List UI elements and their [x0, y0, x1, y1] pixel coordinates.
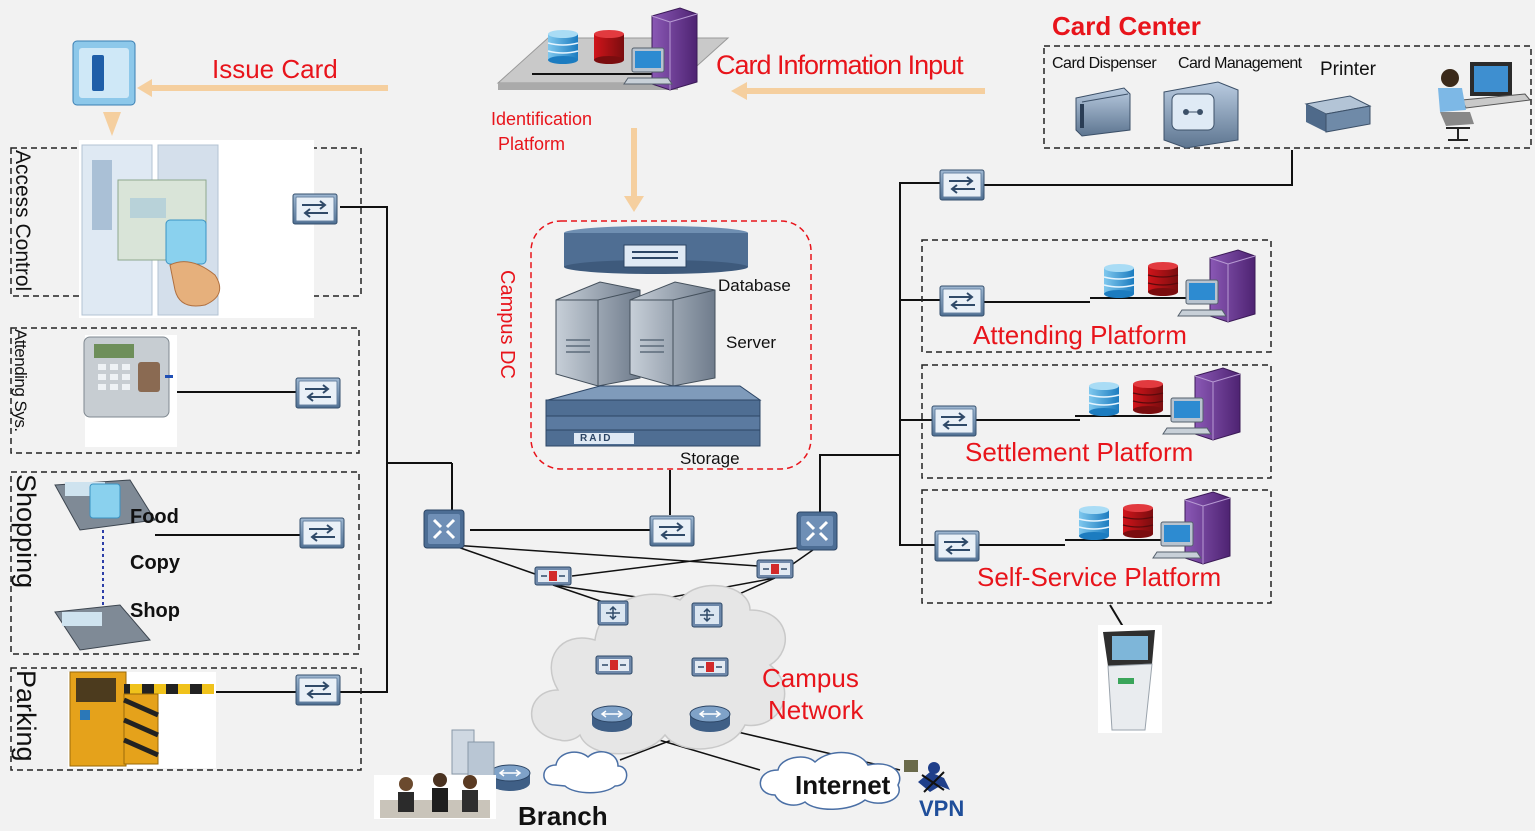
storage-icon — [545, 385, 762, 447]
identification-platform-icon — [496, 7, 730, 91]
raid-label: RAID — [580, 433, 613, 444]
attendance-terminal-icon — [83, 335, 177, 447]
vpn-label: VPN — [919, 796, 965, 821]
food-label: Food — [130, 506, 179, 528]
database-label: Database — [718, 276, 791, 295]
server-icon — [555, 281, 716, 387]
parking-barrier-icon — [68, 671, 216, 768]
identification-platform-label-1: Identification — [491, 109, 593, 129]
self-service-kiosk-icon — [1098, 625, 1162, 733]
shop-label: Shop — [130, 600, 180, 622]
self-service-platform-label: Self-Service Platform — [977, 562, 1222, 592]
internet-label: Internet — [795, 770, 891, 800]
campus-network-label-1: Campus — [762, 663, 859, 693]
access-control-device-icon — [79, 140, 314, 318]
settlement-platform-label: Settlement Platform — [965, 437, 1194, 467]
branch-office-icon — [374, 729, 496, 819]
printer-icon — [1304, 95, 1372, 133]
card-reader-icon — [72, 40, 136, 106]
access-control-label: Access Control — [11, 150, 34, 292]
vpn-user-icon — [904, 760, 950, 793]
issue-card-label: Issue Card — [212, 54, 338, 84]
parking-label: Parking — [11, 670, 41, 762]
branch-label: Branch — [518, 801, 608, 831]
attending-sys-label: Attending Sys. — [11, 329, 30, 432]
campus-dc-label: Campus DC — [496, 270, 518, 379]
card-center-title: Card Center — [1052, 11, 1201, 41]
operator-workstation-icon — [1438, 62, 1531, 141]
database-icon — [564, 226, 748, 274]
attending-platform-label: Attending Platform — [973, 320, 1187, 350]
shopping-label: Shopping — [11, 474, 41, 589]
card-info-input-label: Card Information Input — [716, 50, 964, 80]
copy-label: Copy — [130, 552, 180, 574]
card-management-icon — [1163, 81, 1239, 149]
printer-label: Printer — [1320, 59, 1376, 80]
identification-platform-label-2: Platform — [498, 134, 566, 154]
card-dispenser-label: Card Dispenser — [1052, 55, 1157, 72]
storage-label: Storage — [680, 449, 740, 468]
campus-network-label-2: Network — [768, 695, 864, 725]
card-management-label: Card Management — [1178, 55, 1302, 72]
pos-terminal-icon — [54, 479, 156, 651]
server-label: Server — [726, 333, 777, 352]
card-dispenser-icon — [1075, 87, 1131, 137]
